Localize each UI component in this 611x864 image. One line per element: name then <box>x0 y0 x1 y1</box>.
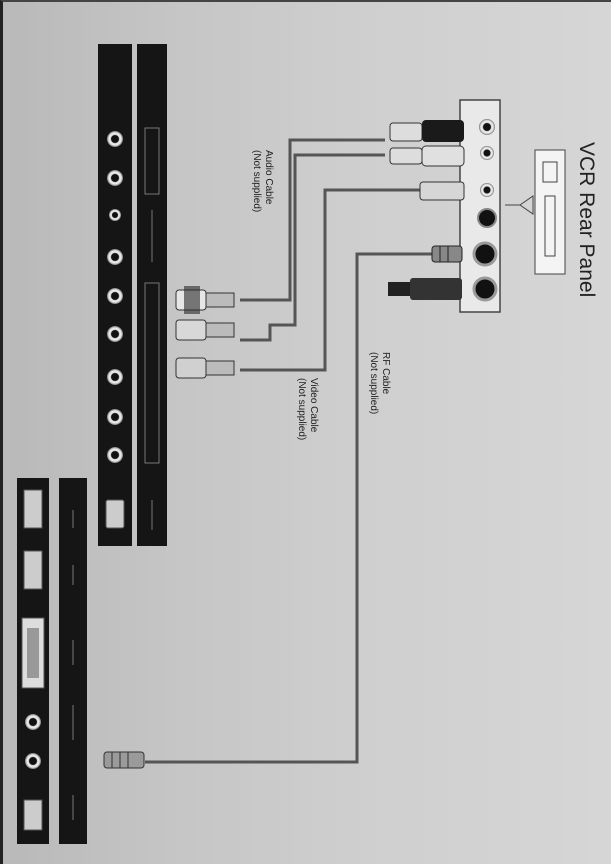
audio-cable-label: Audio Cable <box>263 150 274 205</box>
video-cable-note: (Not supplied) <box>296 378 307 440</box>
vcr-panel-body <box>459 99 501 313</box>
svideo-port <box>105 499 125 529</box>
hdmi-port <box>23 550 43 590</box>
av-jack <box>107 326 123 342</box>
av-jack <box>107 409 123 425</box>
vcr-rf-plug <box>431 245 463 263</box>
vcr-svideo-jack <box>477 208 497 228</box>
audio-cable <box>240 153 385 342</box>
tv-av-panel <box>98 44 167 546</box>
video-cable-label: Video Cable <box>308 378 319 433</box>
tv-label-strip <box>137 44 167 546</box>
rf-cable <box>145 252 432 764</box>
vcr-icon <box>505 149 566 275</box>
vcr-video-plug <box>419 181 465 201</box>
audio-cable <box>240 138 385 302</box>
hdmi-port <box>23 489 43 529</box>
plug-shell <box>184 286 200 314</box>
vcr-audio-jack <box>479 119 495 135</box>
vcr-rear-panel <box>388 99 566 313</box>
av-jack <box>107 131 123 147</box>
audio-cable-note: (Not supplied) <box>251 150 262 212</box>
dvi-pins <box>27 628 39 678</box>
antenna-cable <box>388 278 462 300</box>
rf-cable-note: (Not supplied) <box>368 352 379 414</box>
vcr-audio-jack <box>480 146 494 160</box>
audio-in-jack <box>25 714 41 730</box>
av-jack <box>109 209 121 221</box>
tv-label-markings <box>144 127 160 530</box>
usb-port <box>23 799 43 831</box>
vcr-audio-plug-pair <box>389 120 465 167</box>
video-plug-yellow <box>175 357 235 379</box>
vcr-rf-in <box>472 276 498 302</box>
tv-rf-connector <box>103 751 145 769</box>
vcr-rf-out <box>472 241 498 267</box>
vcr-video-jack <box>480 183 494 197</box>
video-cable <box>240 188 420 372</box>
vcr-panel-title: VCR Rear Panel <box>575 142 598 297</box>
rf-cable-label: RF Cable <box>380 352 391 395</box>
tv-bottom-panel <box>17 478 145 844</box>
cables <box>145 138 432 764</box>
av-jack <box>107 249 123 265</box>
av-jack <box>107 447 123 463</box>
av-jack <box>107 288 123 304</box>
av-jack <box>107 369 123 385</box>
audio-plug-red <box>175 319 235 341</box>
av-jack <box>107 170 123 186</box>
audio-in-jack <box>25 753 41 769</box>
tv-av-jacks <box>105 131 125 529</box>
tv-side-rca-plugs <box>175 286 235 379</box>
